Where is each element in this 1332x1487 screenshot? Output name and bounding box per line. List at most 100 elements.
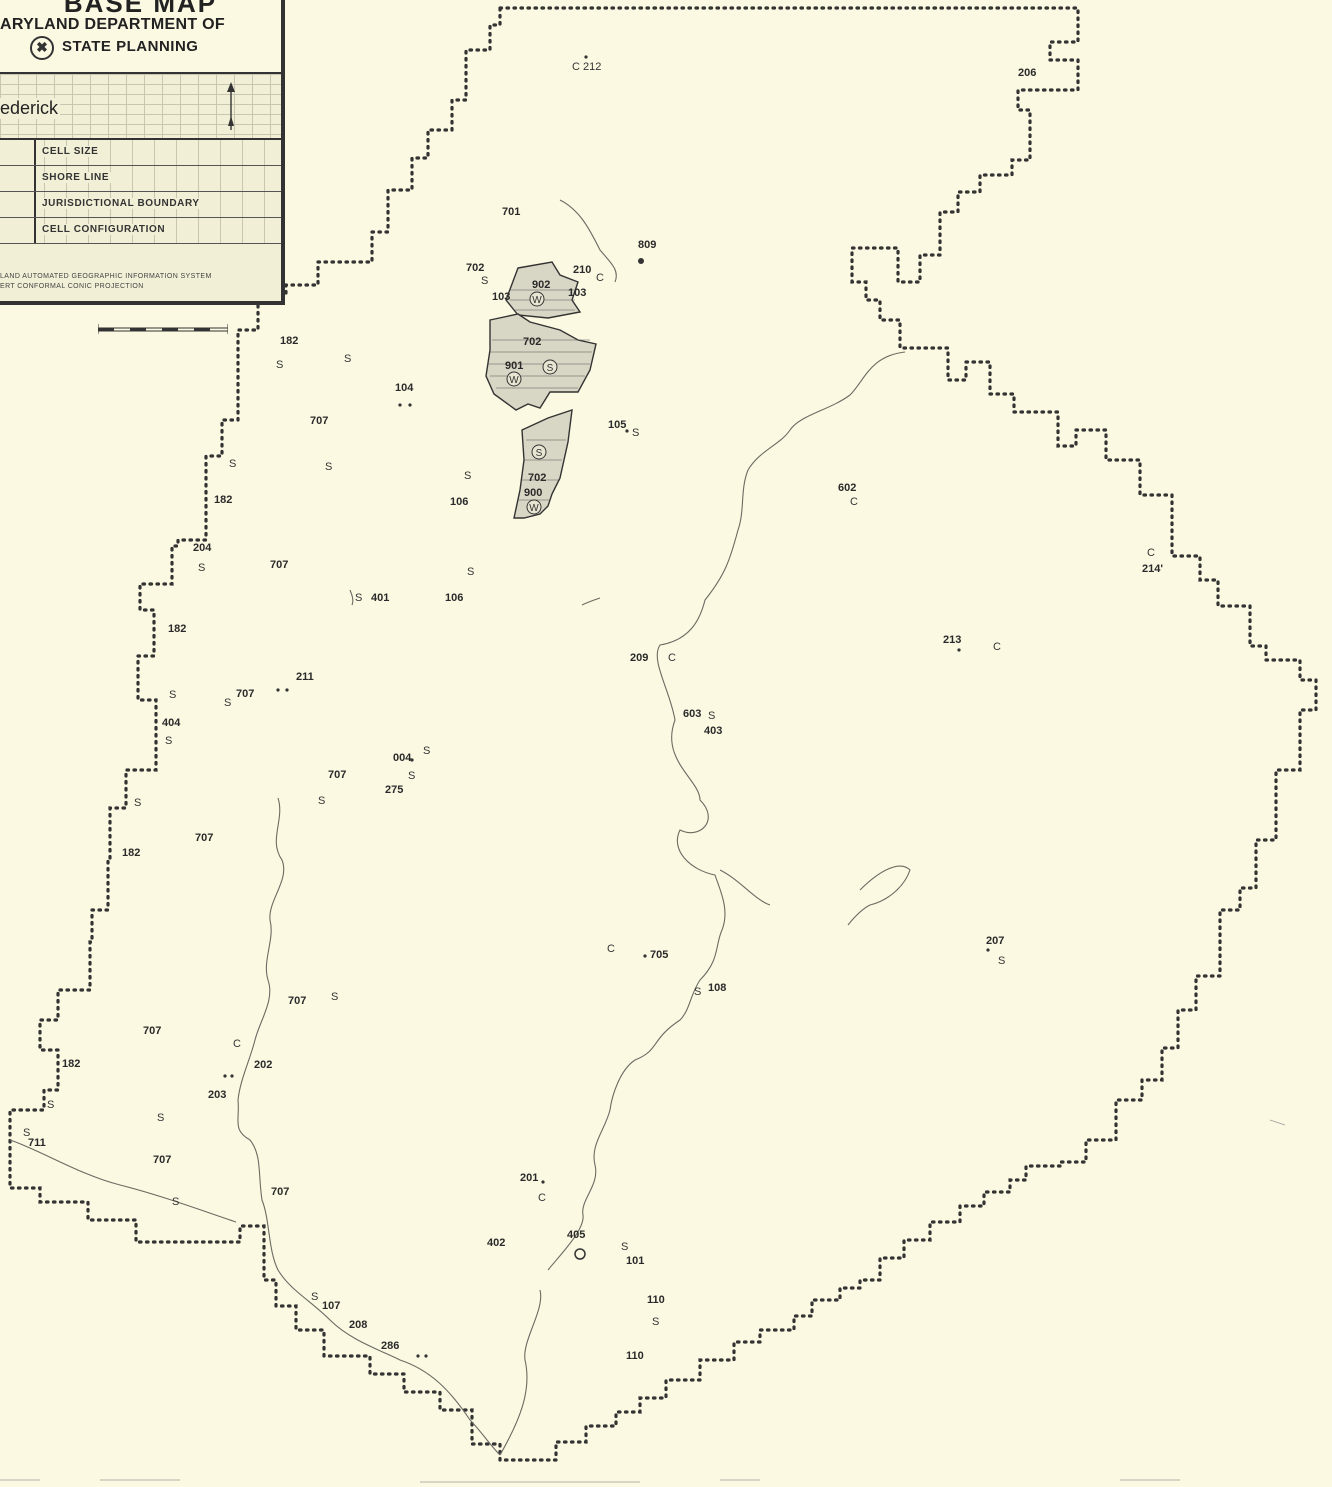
map-label: 702 xyxy=(523,336,541,348)
hatching xyxy=(488,289,592,501)
map-label: 603 xyxy=(683,708,701,720)
legend-title: BASE MAP xyxy=(63,0,218,18)
edge-marks xyxy=(0,1119,1286,1483)
map-label: C xyxy=(1147,547,1155,559)
county-row: ederick xyxy=(0,74,281,140)
river-lines xyxy=(9,199,911,1456)
map-label: 701 xyxy=(502,206,520,218)
county-boundary xyxy=(8,6,1318,1462)
map-label: C xyxy=(607,943,615,955)
map-label: S xyxy=(331,991,338,1003)
map-label: S xyxy=(708,710,715,722)
map-label: 902 xyxy=(532,279,550,291)
legend-rows: CELL SIZE SHORE LINE JURISDICTIONAL BOUN… xyxy=(0,140,281,244)
map-label: C xyxy=(668,652,676,664)
map-label: C 212 xyxy=(572,61,601,73)
map-label: 209 xyxy=(630,652,648,664)
cell-symbol: S xyxy=(531,444,547,460)
cell-symbol: W xyxy=(526,499,542,515)
map-label: S xyxy=(134,797,141,809)
state-seal-icon: ✖ xyxy=(30,36,54,60)
map-label: 711 xyxy=(28,1137,46,1149)
svg-text:S: S xyxy=(547,363,554,374)
map-label: 901 xyxy=(505,360,523,372)
map-label: 809 xyxy=(638,239,656,251)
legend-key xyxy=(0,192,36,217)
legend-footer: LAND AUTOMATED GEOGRAPHIC INFORMATION SY… xyxy=(0,272,281,292)
map-label: S xyxy=(408,770,415,782)
legend-row-label: JURISDICTIONAL BOUNDARY xyxy=(42,198,203,209)
map-label: 103 xyxy=(568,287,586,299)
map-label: S xyxy=(276,359,283,371)
county-name: ederick xyxy=(0,98,61,119)
map-label: S xyxy=(632,427,639,439)
map-label: 707 xyxy=(236,688,254,700)
map-label: S xyxy=(481,275,488,287)
map-label: 101 xyxy=(626,1255,644,1267)
map-label: 182 xyxy=(214,494,232,506)
map-label: S xyxy=(621,1241,628,1253)
map-label: S xyxy=(229,458,236,470)
map-label: 900 xyxy=(524,487,542,499)
legend-key xyxy=(0,140,36,165)
map-label: 106 xyxy=(445,592,463,604)
point-markers xyxy=(223,55,990,1358)
map-label: S xyxy=(311,1291,318,1303)
map-label: 214' xyxy=(1142,563,1163,575)
map-label: 110 xyxy=(647,1294,665,1306)
map-label: 707 xyxy=(271,1186,289,1198)
map-label: 705 xyxy=(650,949,668,961)
legend-header: BASE MAP ARYLAND DEPARTMENT OF ✖ STATE P… xyxy=(0,0,281,74)
map-label: 702 xyxy=(528,472,546,484)
map-label: S xyxy=(47,1099,54,1111)
map-label: S xyxy=(165,735,172,747)
map-label: 275 xyxy=(385,784,403,796)
map-label: 707 xyxy=(310,415,328,427)
map-label: 707 xyxy=(195,832,213,844)
legend-key xyxy=(0,166,36,191)
svg-text:S: S xyxy=(536,448,543,459)
cell-symbols: W S W S W xyxy=(506,291,558,515)
map-label: 202 xyxy=(254,1059,272,1071)
map-label: S xyxy=(169,689,176,701)
map-label: 403 xyxy=(704,725,722,737)
map-label: C xyxy=(596,272,604,284)
map-label: 702 xyxy=(466,262,484,274)
map-label: 107 xyxy=(322,1300,340,1312)
map-label: S xyxy=(423,745,430,757)
north-arrow-icon xyxy=(227,82,235,130)
legend-row-label: CELL CONFIGURATION xyxy=(42,224,169,235)
legend-row-cell-size: CELL SIZE xyxy=(0,140,281,166)
map-label: S xyxy=(224,697,231,709)
map-label: S xyxy=(318,795,325,807)
map-label: S xyxy=(344,353,351,365)
map-label: 401 xyxy=(371,592,389,604)
map-label: 707 xyxy=(288,995,306,1007)
cell-symbol: W xyxy=(529,291,545,307)
legend-row-shore-line: SHORE LINE xyxy=(0,166,281,192)
map-label: S xyxy=(325,461,332,473)
map-label: C xyxy=(233,1038,241,1050)
map-label: 602 xyxy=(838,482,856,494)
map-label: C xyxy=(538,1192,546,1204)
map-label: 106 xyxy=(450,496,468,508)
svg-text:W: W xyxy=(509,375,519,386)
scale-bar xyxy=(98,324,228,334)
map-label: 105 xyxy=(608,419,626,431)
map-label: 201 xyxy=(520,1172,538,1184)
map-label: 707 xyxy=(143,1025,161,1037)
map-label: 206 xyxy=(1018,67,1036,79)
map-label: S xyxy=(467,566,474,578)
legend-key xyxy=(0,218,36,243)
map-label: C xyxy=(993,641,1001,653)
footer-line-1: LAND AUTOMATED GEOGRAPHIC INFORMATION SY… xyxy=(0,273,212,280)
svg-text:W: W xyxy=(532,295,542,306)
map-label: 211 xyxy=(296,671,314,683)
map-label: 208 xyxy=(349,1319,367,1331)
map-label: 004 xyxy=(393,752,412,764)
cell-symbol: W xyxy=(506,371,522,387)
map-label: S xyxy=(198,562,205,574)
